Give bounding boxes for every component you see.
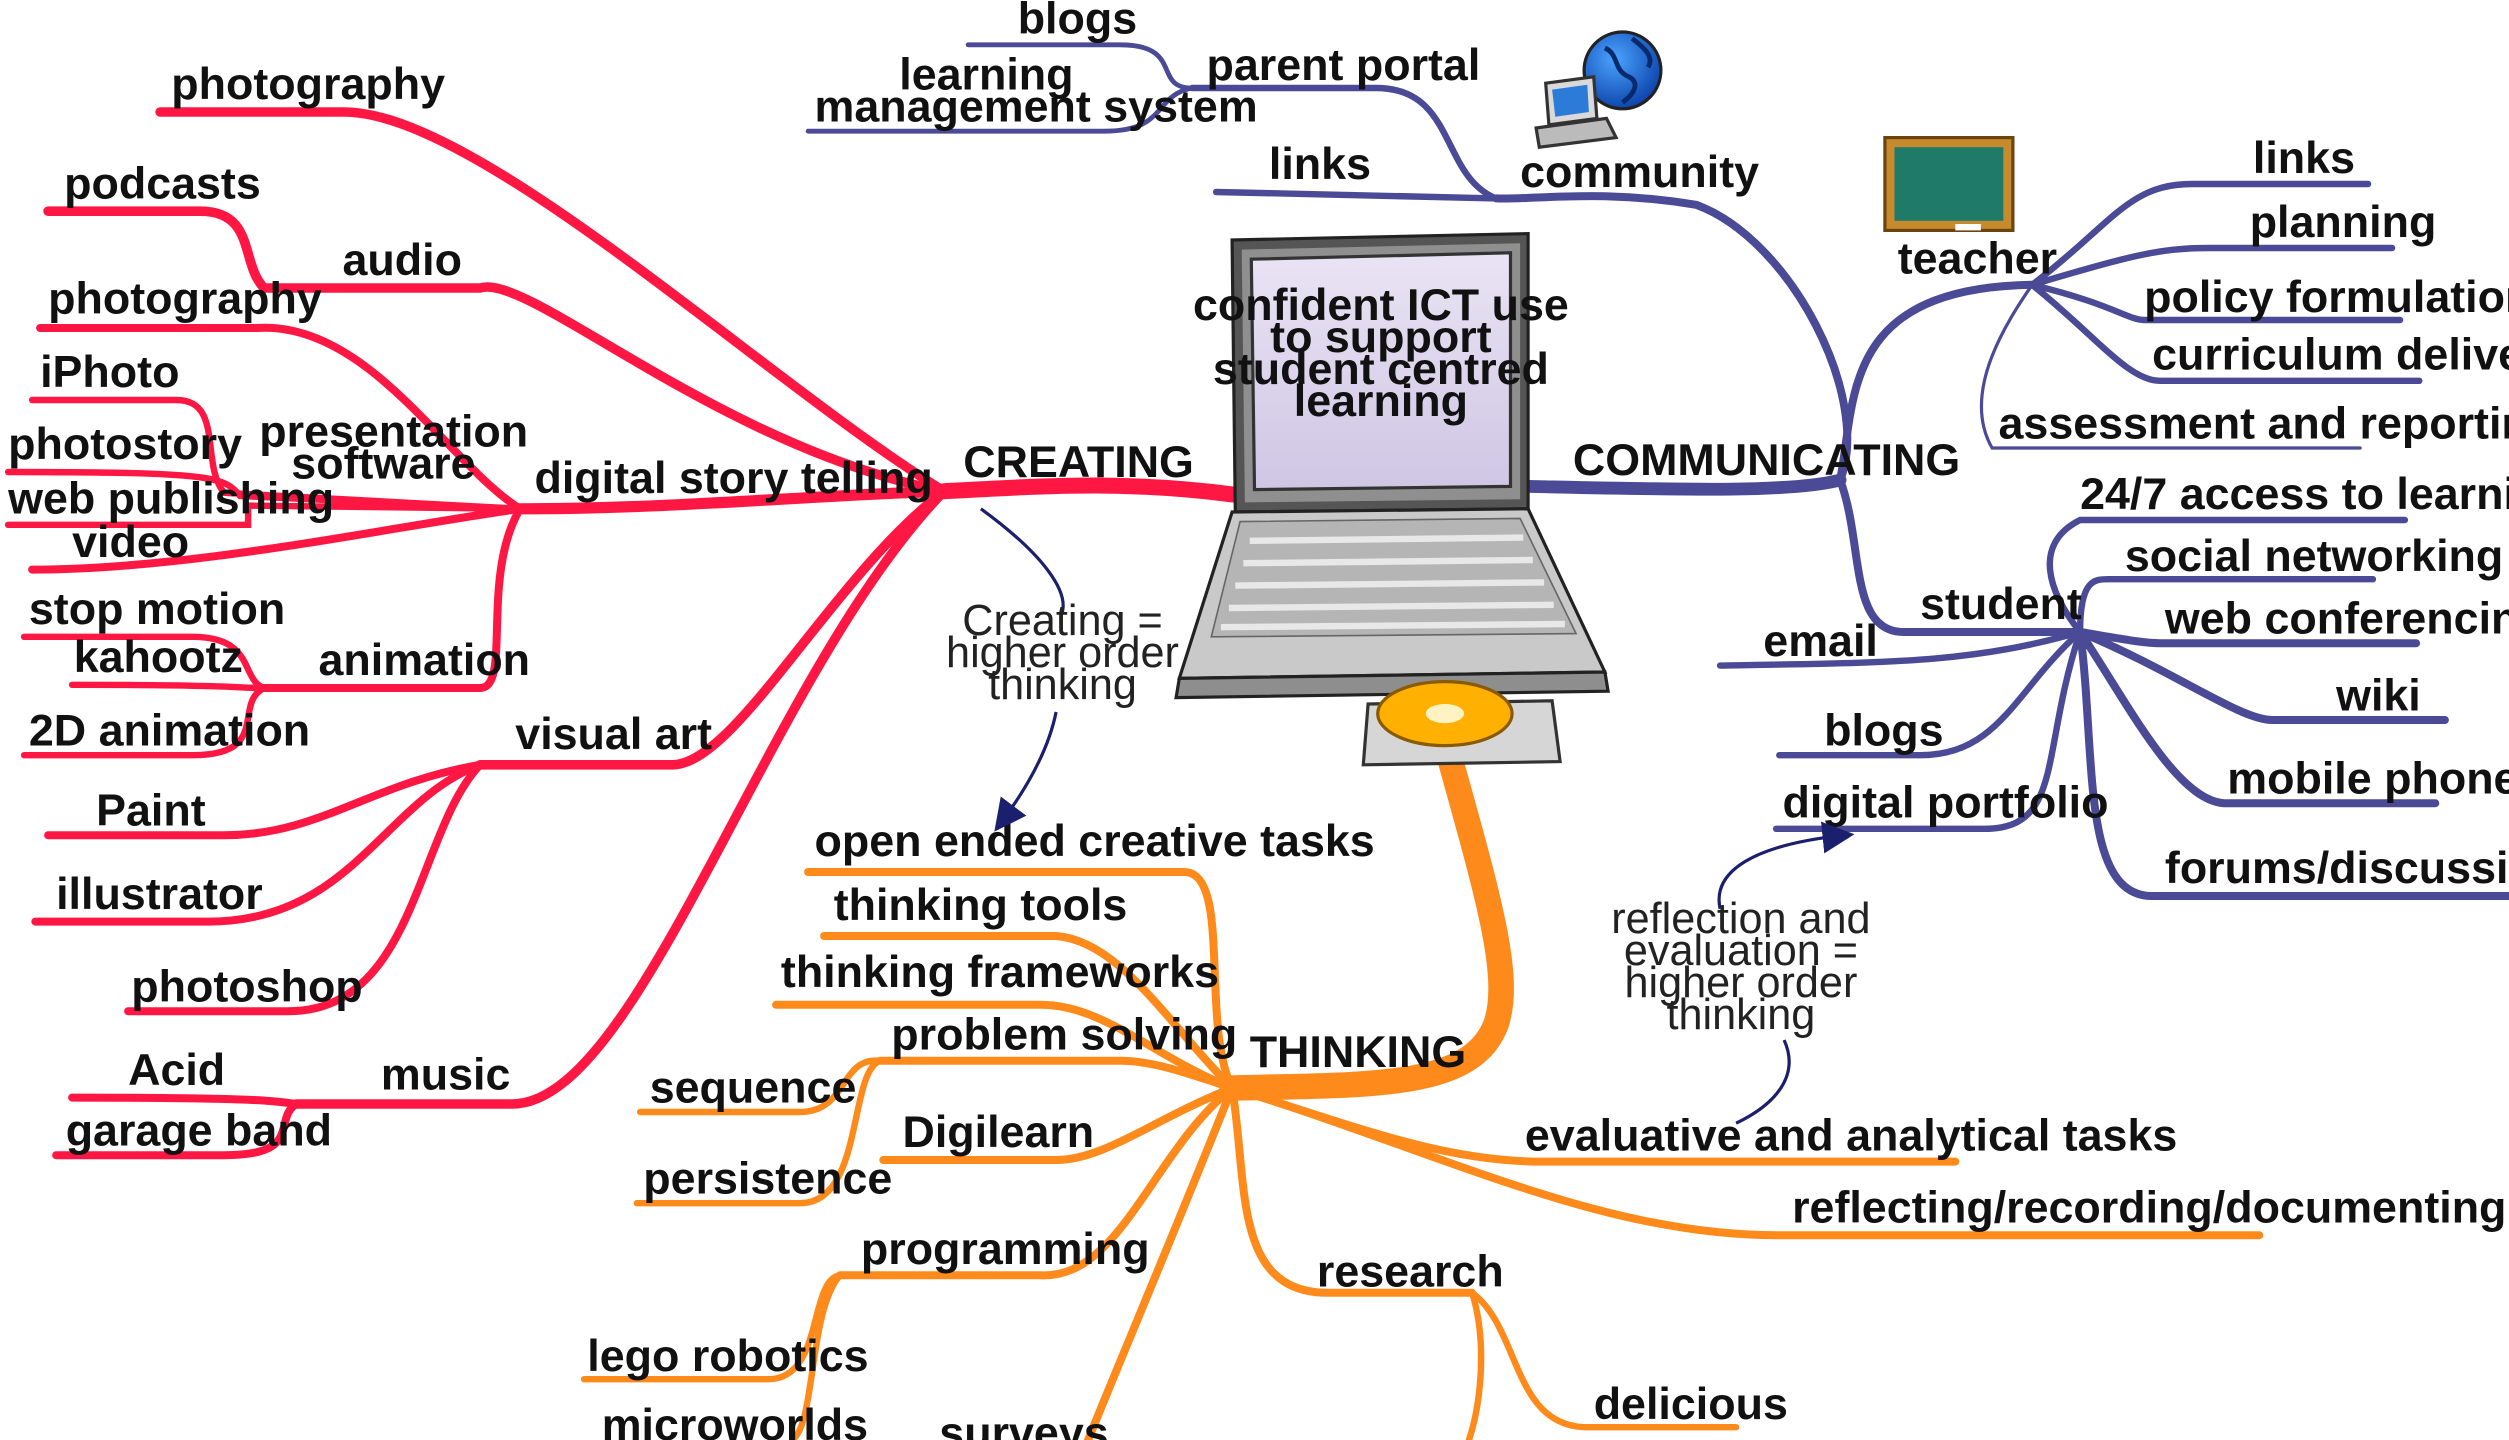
- label-lms: learning: [899, 50, 1073, 100]
- creating-labels: photography podcasts audio photography i…: [7, 59, 1194, 1155]
- label-reflecting: reflecting/recording/documenting: [1792, 1182, 2506, 1232]
- label-digilearn: Digilearn: [903, 1107, 1095, 1157]
- label-podcasts: podcasts: [64, 158, 261, 208]
- branch-communicating: COMMUNICATING: [1573, 435, 1960, 485]
- note-creating-line1: Creating =: [962, 597, 1162, 645]
- label-digital-story-telling: digital story telling: [535, 453, 933, 503]
- creating-annotation: Creating = higher order thinking: [946, 507, 1179, 832]
- label-2d-animation: 2D animation: [29, 706, 310, 756]
- reflection-annotation: reflection and evaluation = higher order…: [1611, 821, 1871, 1125]
- label-links: links: [1269, 139, 1371, 189]
- note-reflection-line3: higher order: [1624, 959, 1857, 1007]
- label-presentation-software-2: software: [291, 438, 475, 488]
- disc-icon: [1361, 680, 1562, 767]
- label-digital-portfolio: digital portfolio: [1783, 778, 2109, 828]
- label-student: student: [1920, 579, 2082, 629]
- branch-thinking: THINKING: [1250, 1027, 1467, 1077]
- label-sequence: sequence: [650, 1062, 857, 1112]
- thinking-labels: open ended creative tasks thinking tools…: [587, 816, 2506, 1440]
- label-paint: Paint: [96, 786, 206, 836]
- label-access-learning: 24/7 access to learning: [2080, 469, 2509, 519]
- label-persistence: persistence: [643, 1154, 892, 1204]
- label-photography-top: photography: [171, 59, 445, 109]
- creating-branch: [4, 107, 1241, 1160]
- label-social-networking: social networking: [2125, 531, 2503, 581]
- thinking-branch: [580, 739, 2264, 1440]
- center-line3: student centred: [1213, 344, 1549, 394]
- label-problem-solving: problem solving: [891, 1010, 1237, 1060]
- label-forums: forums/discussions/chat: [2165, 843, 2509, 893]
- label-curriculum-delivery: curriculum delivery: [2152, 330, 2509, 380]
- label-music: music: [381, 1050, 510, 1100]
- note-creating-line3: thinking: [988, 661, 1137, 709]
- label-email: email: [1763, 616, 1878, 666]
- globe-computer-icon: [1534, 30, 1663, 149]
- label-blogs: blogs: [1824, 706, 1943, 756]
- note-creating-line2: higher order: [946, 629, 1179, 677]
- label-policy-formulation: policy formulation: [2144, 272, 2509, 322]
- label-open-ended-tasks: open ended creative tasks: [815, 816, 1375, 866]
- center-line4: learning: [1294, 376, 1468, 426]
- laptop-icon: confident ICT use to support student cen…: [1174, 231, 1610, 767]
- label-web-conferencing: web conferencing: [2164, 594, 2509, 644]
- label-lego-robotics: lego robotics: [587, 1331, 868, 1381]
- label-evaluative-tasks: evaluative and analytical tasks: [1525, 1110, 2177, 1160]
- label-research: research: [1317, 1246, 1504, 1296]
- label-web-publishing: web publishing: [7, 474, 334, 524]
- chalkboard-icon: [1883, 136, 2015, 232]
- label-wiki: wiki: [2335, 670, 2421, 720]
- label-kahootz: kahootz: [74, 632, 243, 682]
- label-delicious: delicious: [1594, 1379, 1788, 1429]
- label-community: community: [1520, 147, 1759, 197]
- label-lms-2: management system: [815, 82, 1258, 132]
- label-thinking-frameworks: thinking frameworks: [781, 947, 1219, 997]
- label-blogs-top: blogs: [1018, 0, 1137, 44]
- label-garage-band: garage band: [66, 1106, 332, 1156]
- communicating-labels: blogs learning management system parent …: [815, 0, 2509, 893]
- center-line1: confident ICT use: [1193, 280, 1569, 330]
- branch-creating: CREATING: [963, 437, 1194, 487]
- communicating-branch: [805, 42, 2509, 900]
- label-microworlds: microworlds: [602, 1400, 868, 1440]
- label-video: video: [72, 517, 189, 567]
- label-surveys: surveys: [939, 1408, 1108, 1440]
- label-assessment-reporting: assessment and reporting: [1999, 398, 2509, 448]
- label-teacher-links: links: [2253, 133, 2355, 183]
- label-acid: Acid: [128, 1045, 225, 1095]
- label-photostory: photostory: [8, 419, 242, 469]
- center-line2: to support: [1270, 312, 1492, 362]
- label-animation: animation: [319, 635, 531, 685]
- label-photoshop: photoshop: [131, 962, 362, 1012]
- label-stop-motion: stop motion: [29, 584, 285, 634]
- label-planning: planning: [2250, 197, 2437, 247]
- label-programming: programming: [861, 1224, 1150, 1274]
- note-reflection-line2: evaluation =: [1624, 927, 1858, 975]
- label-presentation-software: presentation: [259, 406, 528, 456]
- note-reflection-line1: reflection and: [1611, 895, 1870, 943]
- label-illustrator: illustrator: [56, 869, 263, 919]
- label-iphoto: iPhoto: [40, 347, 179, 397]
- label-mobile-phones: mobile phones: [2227, 754, 2509, 804]
- label-visual-art: visual art: [515, 709, 712, 759]
- label-teacher: teacher: [1898, 234, 2057, 284]
- label-audio: audio: [343, 235, 462, 285]
- label-thinking-tools: thinking tools: [834, 880, 1128, 930]
- note-reflection-line4: thinking: [1666, 991, 1815, 1039]
- label-photography: photography: [48, 274, 322, 324]
- label-parent-portal: parent portal: [1207, 40, 1481, 90]
